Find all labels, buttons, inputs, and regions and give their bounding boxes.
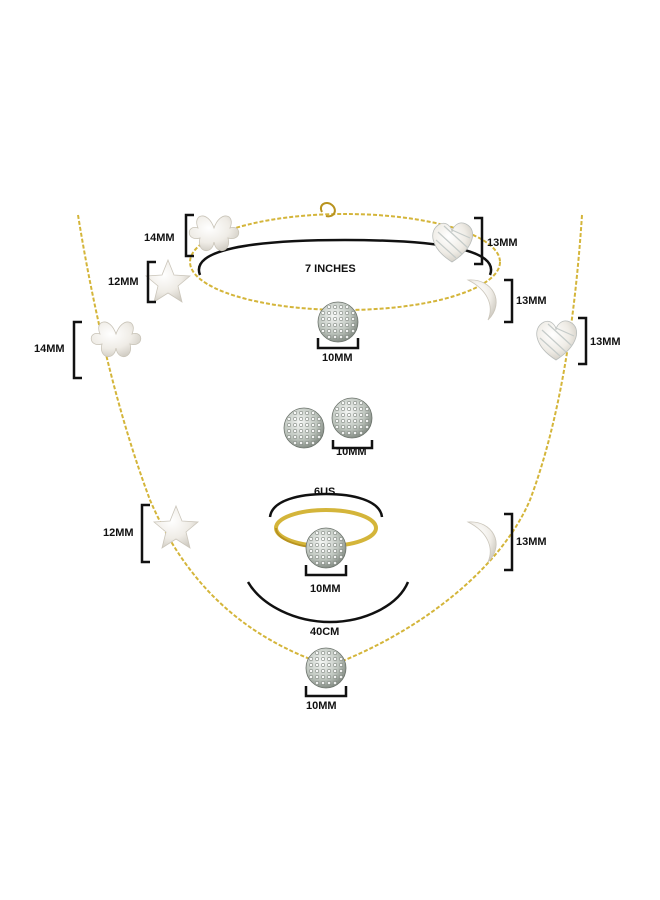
necklace-ball-size: 10MM [306, 700, 337, 712]
bracelet-moon-size: 13MM [516, 295, 547, 307]
necklace-moon-charm [467, 521, 497, 563]
bracelet-star-charm [145, 259, 191, 303]
bracket-bracelet-clover [184, 213, 194, 258]
necklace-moon-size: 13MM [516, 536, 547, 548]
ring-size-label: 6US [314, 486, 336, 498]
ring-size-arc [268, 492, 384, 518]
bracelet-length-label: 7 INCHES [305, 263, 356, 275]
ring-ball-size: 10MM [310, 583, 341, 595]
necklace-star-charm [153, 505, 199, 549]
bracelet-clover-charm [188, 215, 240, 252]
bracket-ring-ball [304, 565, 348, 577]
bracket-bracelet-ball [316, 338, 360, 350]
bracket-bracelet-moon [504, 278, 514, 324]
bracket-bracelet-star [146, 260, 156, 304]
bracket-necklace-heart [578, 316, 588, 366]
bracelet-heart-size: 13MM [487, 237, 518, 249]
necklace-chain [77, 214, 583, 663]
bracelet-moon-charm [467, 279, 497, 321]
bracket-necklace-ball [304, 686, 348, 698]
ring-crystal-ball [305, 527, 347, 569]
bracelet-ball-size: 10MM [322, 352, 353, 364]
necklace-crystal-ball [305, 647, 347, 689]
bracket-earring-ball [331, 440, 374, 450]
bracelet-length-arc [197, 238, 493, 276]
bracket-bracelet-heart [474, 216, 484, 266]
necklace-length-label: 40CM [310, 626, 340, 638]
necklace-clover-size: 14MM [34, 343, 65, 355]
bracelet-heart-charm [432, 222, 474, 263]
necklace-length-arc [246, 581, 410, 624]
necklace-heart-charm [536, 320, 578, 361]
earring-right [331, 397, 373, 439]
bracelet-clover-size: 14MM [144, 232, 175, 244]
bracket-necklace-clover [72, 320, 82, 380]
measure-brackets [72, 213, 588, 698]
earring-ball-size: 10MM [336, 446, 367, 458]
necklace-clover-charm [90, 321, 142, 358]
bracket-necklace-moon [504, 512, 514, 572]
bracelet-star-size: 12MM [108, 276, 139, 288]
earring-left [283, 407, 325, 449]
bracelet-crystal-ball [317, 301, 359, 343]
bracket-necklace-star [140, 503, 150, 564]
necklace-heart-size: 13MM [590, 336, 621, 348]
necklace-star-size: 12MM [103, 527, 134, 539]
